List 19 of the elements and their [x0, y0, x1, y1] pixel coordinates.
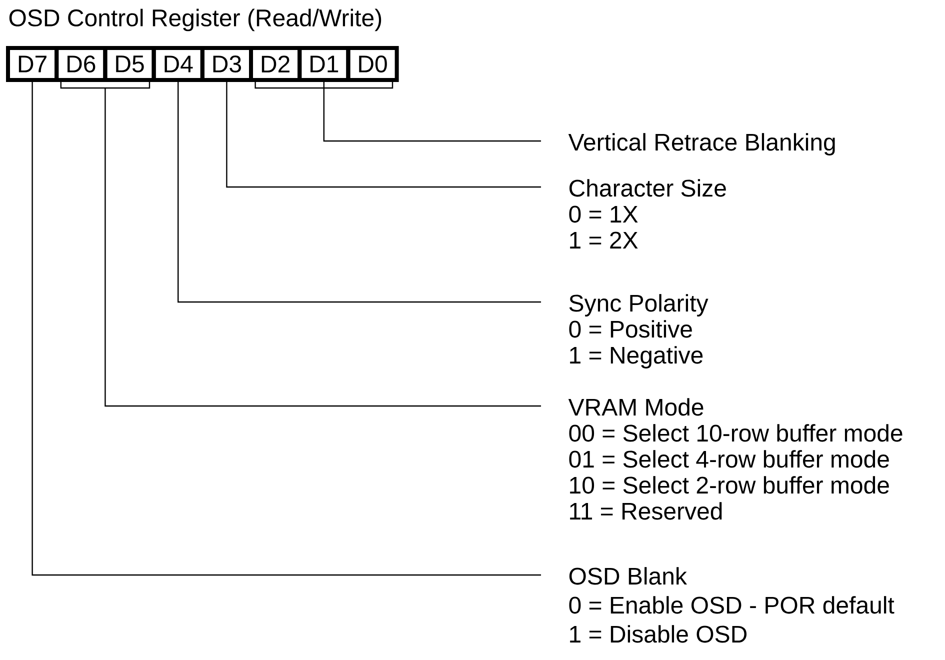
bit-cell: D5 [103, 46, 156, 82]
bit-cell: D0 [346, 46, 399, 82]
bit-cell: D3 [200, 46, 253, 82]
connector-line [226, 82, 541, 188]
title: OSD Control Register (Read/Write) [9, 8, 382, 32]
bit-cell: D4 [152, 46, 204, 82]
connector-line [178, 82, 541, 303]
bit-description: Sync Polarity 0 = Positive 1 = Negative [569, 294, 708, 368]
connector-line [254, 81, 541, 142]
bit-description: Vertical Retrace Blanking [568, 133, 835, 156]
connector-line [32, 82, 541, 576]
bit-cell: D1 [298, 46, 350, 82]
connector-line [60, 81, 541, 407]
bit-description: Character Size 0 = 1X 1 = 2X [569, 179, 726, 248]
bit-cell: D7 [6, 46, 59, 82]
bit-description: OSD Blank 0 = Enable OSD - POR default 1 = Disable OSD [569, 567, 894, 643]
bit-cell: D6 [54, 46, 108, 82]
bit-cell: D2 [249, 46, 302, 82]
bit-description: VRAM Mode 00 = Select 10-row buffer mode 01 = Select 4-row buffer mode 10 = Select 2-row buffer mode 11 = Reserved [568, 398, 902, 520]
